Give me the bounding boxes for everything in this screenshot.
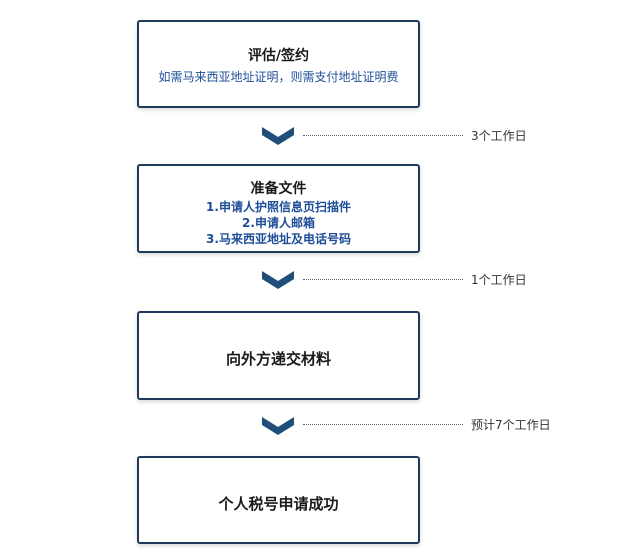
chevron-down-icon [262, 127, 294, 145]
duration-label: 预计7个工作日 [471, 418, 551, 432]
step-prepare-documents: 准备文件 1.申请人护照信息页扫描件 2.申请人邮箱 3.马来西亚地址及电话号码 [137, 164, 420, 253]
dotted-connector [303, 424, 463, 425]
step-title: 评估/签约 [247, 48, 310, 64]
step-title: 向外方递交材料 [225, 350, 331, 368]
chevron-down-icon [262, 271, 294, 289]
step-tax-id-success: 个人税号申请成功 [137, 456, 420, 544]
duration-label: 1个工作日 [471, 273, 527, 287]
duration-label: 3个工作日 [471, 129, 527, 143]
list-item: 1.申请人护照信息页扫描件 [206, 200, 351, 214]
step-submit-materials: 向外方递交材料 [137, 311, 420, 400]
list-item: 2.申请人邮箱 [242, 216, 315, 230]
step-title: 个人税号申请成功 [218, 495, 339, 513]
list-item: 3.马来西亚地址及电话号码 [206, 232, 351, 246]
dotted-connector [303, 279, 463, 280]
step-subtitle: 如需马来西亚地址证明，则需支付地址证明费 [158, 70, 399, 84]
step-evaluate-sign: 评估/签约 如需马来西亚地址证明，则需支付地址证明费 [137, 20, 420, 108]
step-title: 准备文件 [250, 181, 307, 197]
chevron-down-icon [262, 417, 294, 435]
document-list: 1.申请人护照信息页扫描件 2.申请人邮箱 3.马来西亚地址及电话号码 [139, 199, 418, 247]
dotted-connector [303, 135, 463, 136]
